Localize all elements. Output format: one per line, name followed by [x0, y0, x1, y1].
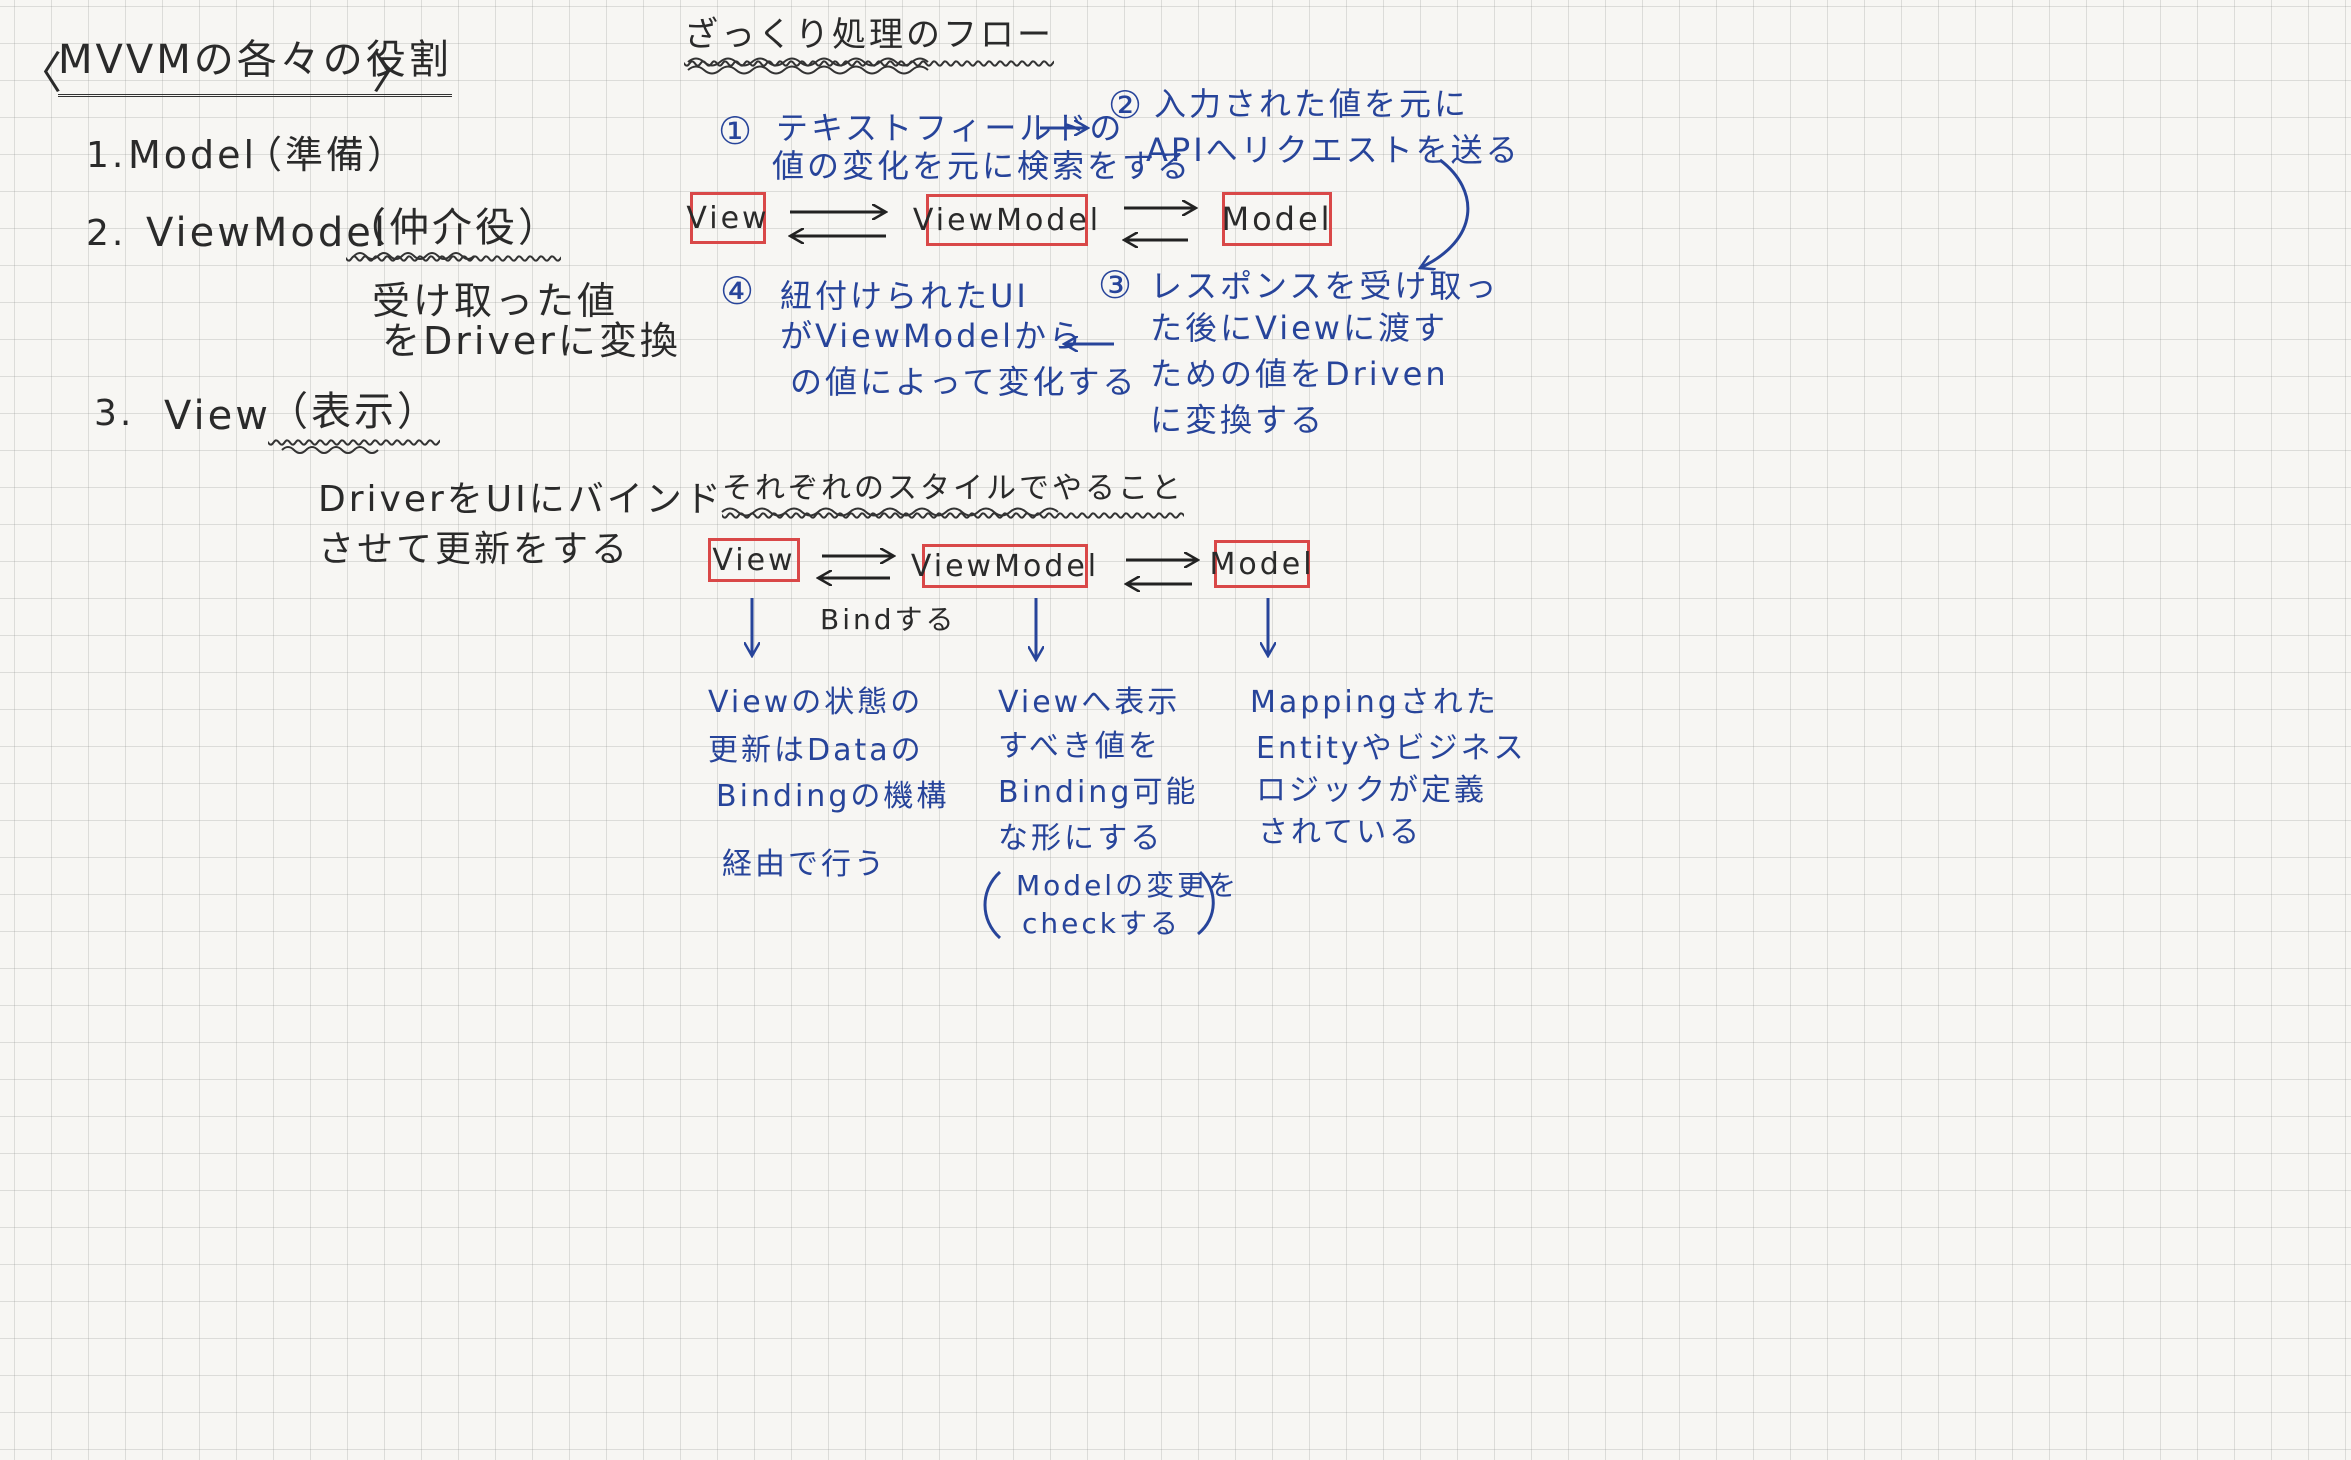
- step-text-line: ための値をDriven: [1150, 355, 1449, 393]
- flow-box-model: Model: [1221, 192, 1332, 246]
- role-number: 2.: [86, 213, 127, 254]
- description-line: Viewの状態の: [708, 685, 924, 720]
- step-text-line: テキストフィールドの: [776, 109, 1125, 147]
- title-bracket-open: 〈: [18, 48, 65, 99]
- description-line: Binding可能: [998, 775, 1199, 810]
- step-text-line: に変換する: [1150, 401, 1326, 439]
- flow-arrows-view-viewmodel: [790, 212, 886, 236]
- step-text-line: 値の変化を元に検索をする: [772, 147, 1193, 185]
- role-label: （表示）: [268, 389, 440, 435]
- description-line: Viewへ表示: [998, 685, 1181, 720]
- styles-box-viewmodel: ViewModel: [911, 544, 1096, 588]
- flow-arrows-viewmodel-model: [1124, 208, 1196, 240]
- description-line: されている: [1258, 815, 1423, 850]
- description-line: すべき値を: [998, 729, 1161, 764]
- flow-box-view: View: [686, 192, 767, 244]
- step-text-line: レスポンスを受け取っ: [1150, 267, 1500, 305]
- styles-arrows-view-viewmodel: [818, 556, 894, 578]
- description-line: ロジックが定義: [1256, 773, 1487, 808]
- bind-label: Bindする: [820, 603, 957, 636]
- step-number: ①: [718, 109, 756, 153]
- role-label: （準備）: [244, 133, 409, 177]
- styles-box-view: View: [708, 538, 800, 582]
- description-line: 経由で行う: [722, 847, 887, 882]
- description-line: Entityやビジネス: [1256, 731, 1527, 766]
- step-number: ②: [1108, 83, 1146, 127]
- role-label: （仲介役）: [346, 205, 561, 251]
- styles-box-model: Model: [1209, 540, 1312, 588]
- flow-title: ざっくり処理のフロー: [684, 15, 1054, 55]
- step-text-line: 入力された値を元に: [1154, 85, 1470, 123]
- step-text-line: がViewModelから: [780, 317, 1085, 355]
- description-line: Mappingされた: [1250, 685, 1499, 720]
- description-line: 更新はDataの: [708, 733, 924, 768]
- role-number: 3.: [94, 393, 135, 434]
- role-description-line: 受け取った値: [372, 279, 619, 323]
- note-line: Modelの変更を: [1016, 869, 1240, 902]
- styles-title: それぞれのスタイルでやること: [722, 471, 1184, 506]
- role-description-line: をDriverに変換: [382, 319, 681, 363]
- role-name: ViewModel: [146, 210, 389, 256]
- description-line: な形にする: [998, 821, 1164, 856]
- note-line: checkする: [1022, 907, 1181, 940]
- role-number: 1.: [86, 135, 127, 176]
- role-name: View: [164, 393, 271, 439]
- step-number: ④: [720, 269, 758, 313]
- role-description-line: DriverをUIにバインド: [318, 479, 724, 520]
- step-number: ③: [1098, 263, 1136, 307]
- flow-title-underline: [687, 57, 929, 75]
- step-text-line: の値によって変化する: [790, 363, 1138, 401]
- styles-title-underline: [721, 507, 1059, 517]
- flow-box-viewmodel: ViewModel: [913, 194, 1098, 246]
- step-text-line: 紐付けられたUI: [780, 277, 1029, 315]
- step-text-line: APIへリクエストを送る: [1146, 131, 1521, 169]
- step-text-line: た後にViewに渡す: [1150, 309, 1448, 347]
- flow-arrow-step2-to-step3: [1420, 158, 1470, 268]
- role-description-line: させて更新をする: [318, 529, 631, 570]
- title-bracket-close: 〉: [372, 48, 419, 99]
- page-title: MVVMの各々の役割: [58, 40, 452, 97]
- role-name: Model: [128, 133, 258, 177]
- styles-arrows-viewmodel-model: [1126, 560, 1198, 584]
- description-line: Bindingの機構: [716, 779, 950, 814]
